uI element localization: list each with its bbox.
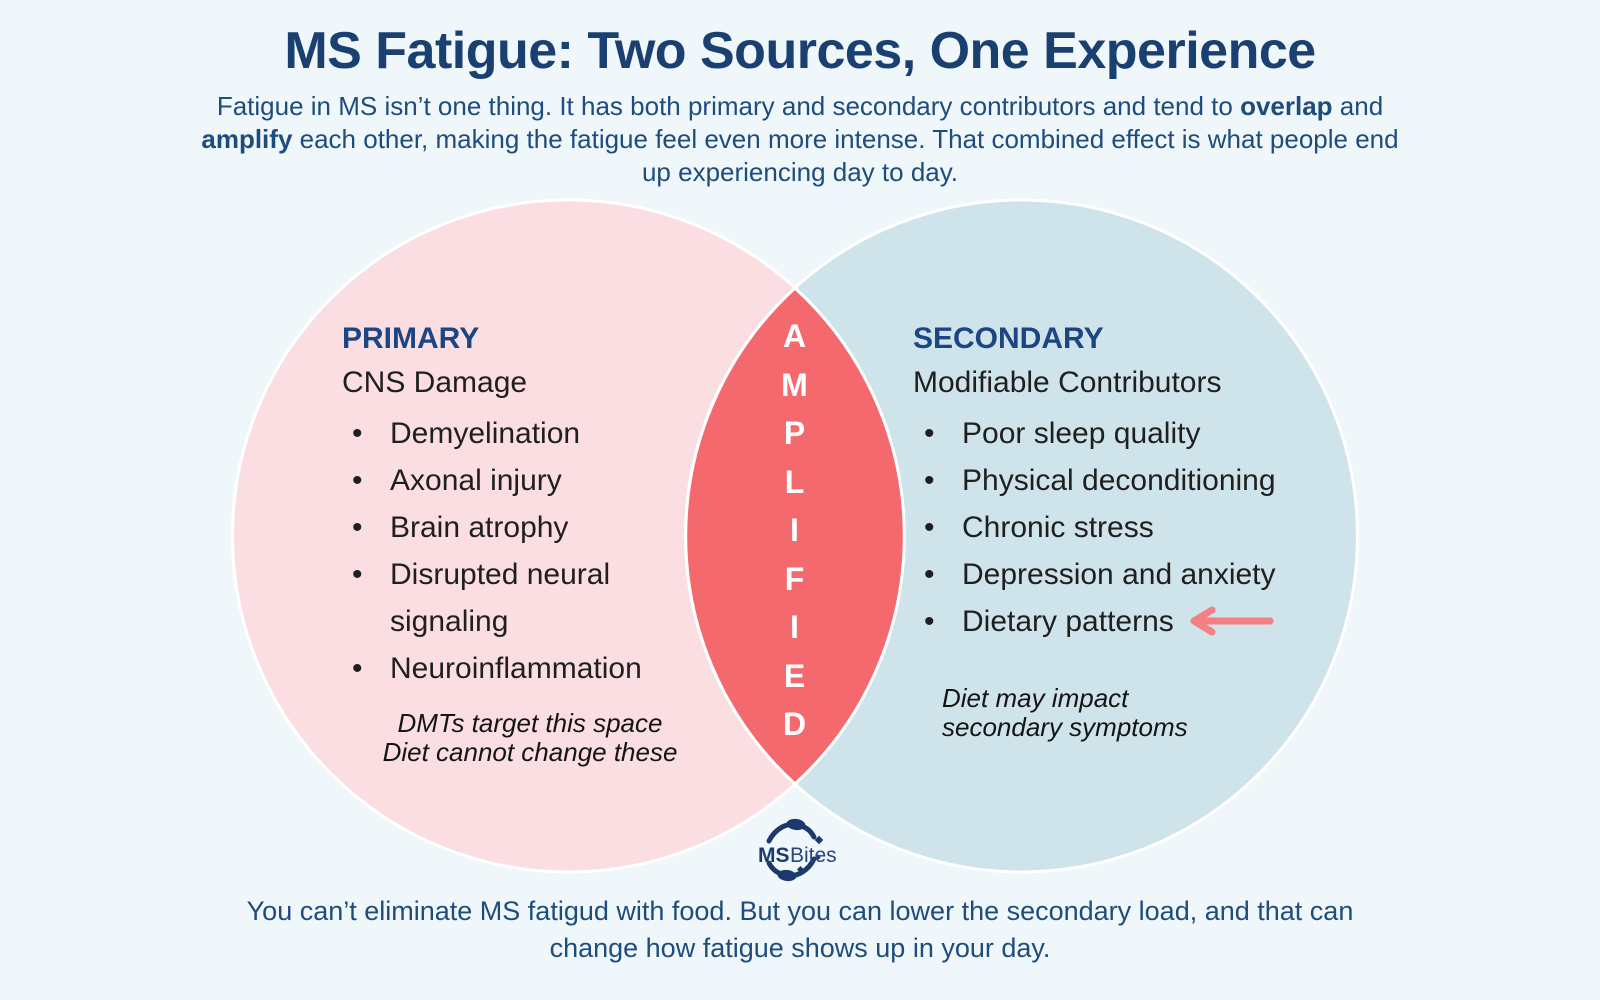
page-title: MS Fatigue: Two Sources, One Experience — [284, 22, 1316, 80]
list-item: Disrupted neural signaling — [342, 551, 682, 645]
amplified-letter: F — [784, 560, 806, 597]
list-item: Dietary patterns — [914, 598, 1344, 645]
logo-text-bites: Bites — [790, 844, 837, 867]
msbites-logo-icon: MS Bites — [758, 818, 837, 882]
primary-heading: PRIMARY — [342, 322, 480, 355]
overlap-lens — [684, 285, 906, 787]
note-line: DMTs target this space — [397, 708, 663, 738]
list-item: Depression and anxiety — [914, 551, 1344, 598]
list-item: Demyelination — [342, 410, 682, 457]
amplified-letter: A — [782, 318, 808, 354]
intro-text: Fatigue in MS isn’t one thing. It has bo… — [0, 90, 1600, 189]
secondary-note: Diet may impact secondary symptoms — [942, 684, 1242, 742]
logo-text-ms: MS — [758, 844, 790, 867]
intro-line: Fatigue in MS isn’t one thing. It has bo… — [216, 91, 1384, 121]
primary-subheading: CNS Damage — [342, 366, 528, 399]
intro-line: amplify each other, making the fatigue f… — [201, 124, 1399, 154]
dietary-arrow-icon — [1190, 606, 1274, 636]
intro-line: up experiencing day to day. — [641, 157, 959, 187]
amplified-letter: P — [783, 415, 807, 451]
list-item: Neuroinflammation — [342, 645, 682, 692]
footer-line: change how fatigue shows up in your day. — [549, 933, 1051, 963]
note-line: Diet cannot change these — [382, 737, 678, 767]
primary-note: DMTs target this space Diet cannot chang… — [320, 709, 740, 767]
amplified-letter: E — [783, 657, 807, 694]
amplified-letter: I — [790, 512, 800, 548]
list-item: Poor sleep quality — [914, 410, 1344, 457]
footer-line: You can’t eliminate MS fatigud with food… — [246, 896, 1354, 926]
secondary-subheading: Modifiable Contributors — [913, 366, 1222, 399]
list-item: Physical deconditioning — [914, 457, 1344, 504]
footer-text: You can’t eliminate MS fatigud with food… — [0, 893, 1600, 967]
list-item: Chronic stress — [914, 504, 1344, 551]
note-line: Diet may impact — [942, 683, 1129, 713]
secondary-list: Poor sleep quality Physical deconditioni… — [914, 410, 1344, 645]
list-item: Axonal injury — [342, 457, 682, 504]
amplified-letter: D — [782, 706, 808, 742]
note-line: secondary symptoms — [942, 712, 1188, 742]
amplified-letter: L — [784, 463, 806, 500]
secondary-heading: SECONDARY — [913, 322, 1104, 355]
amplified-letter: I — [790, 609, 800, 645]
list-item: Brain atrophy — [342, 504, 682, 551]
primary-list: Demyelination Axonal injury Brain atroph… — [342, 410, 682, 692]
amplified-letter: M — [781, 366, 809, 403]
msbites-logo: MS Bites — [750, 816, 840, 882]
amplified-word: A M P L I F I E D — [781, 320, 809, 740]
